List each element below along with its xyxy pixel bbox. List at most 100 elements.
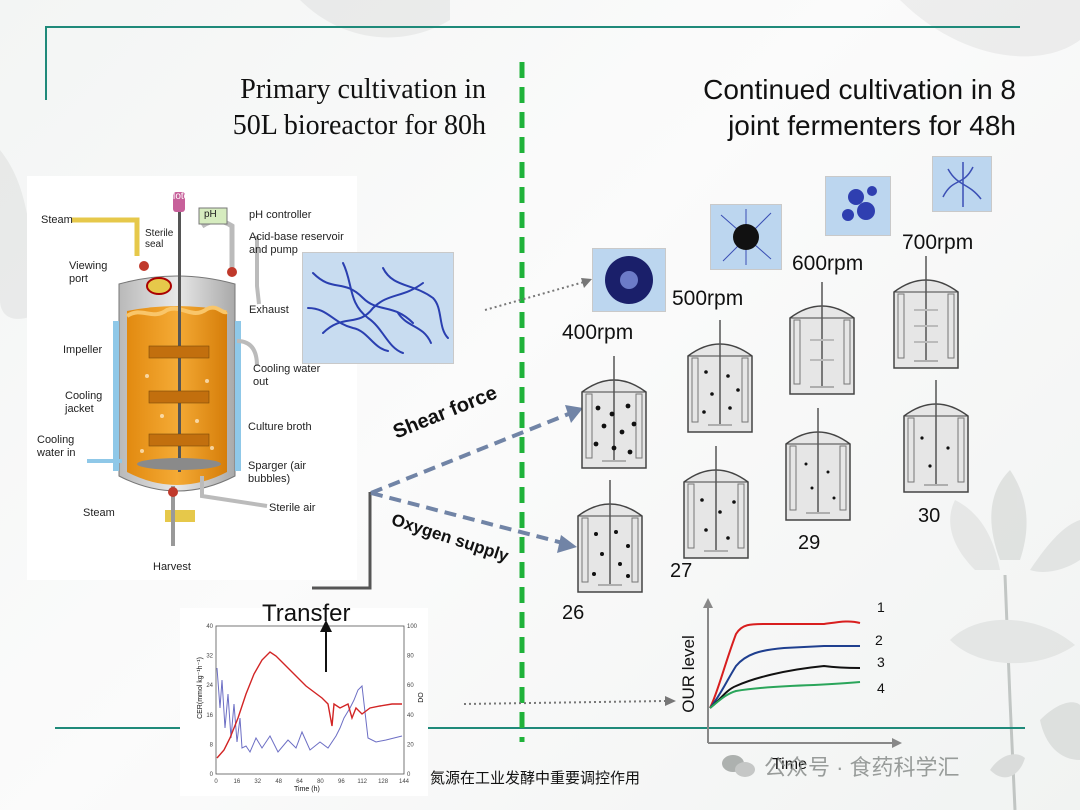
bottom-border-line [55, 727, 1025, 729]
top-border-line [45, 26, 1020, 28]
label-sterile-seal: Sterile seal [145, 228, 174, 250]
vessel-700-bottom [903, 379, 969, 493]
divider-dashed-line [519, 62, 525, 742]
watermark-text: 公众号 · 食药科学汇 [764, 755, 960, 780]
cer-y-tick: 32 [206, 654, 213, 660]
label-sparger: Sparger (air bubbles) [248, 460, 307, 485]
wechat-icon [722, 753, 756, 779]
pellet-image-700rpm [932, 156, 992, 212]
rpm-label-600: 600rpm [792, 252, 864, 275]
do-y-tick: 20 [407, 742, 414, 748]
right-title-line-1: Continued cultivation in 8 [703, 74, 1016, 105]
label-impeller: Impeller [63, 344, 103, 356]
label-steam-bottom: Steam [83, 507, 115, 519]
footer-caption: 氮源在工业发酵中重要调控作用 [430, 770, 641, 787]
dotted-arrow-our [463, 696, 676, 706]
shear-oxygen-arrows [370, 405, 583, 553]
our-line-label-2: 2 [875, 632, 883, 648]
fermenter-id-30: 30 [918, 505, 941, 527]
fermenter-id-29: 29 [798, 532, 821, 554]
cer-x-tick: 128 [378, 779, 389, 785]
label-harvest: Harvest [153, 561, 191, 573]
our-curve-3 [709, 664, 861, 709]
cer-x-tick: 48 [275, 779, 282, 785]
vessel-500-top [687, 319, 753, 433]
do-trace [216, 667, 403, 754]
do-y-tick: 40 [407, 713, 414, 719]
left-title: Primary cultivation in 50L bioreactor fo… [150, 72, 486, 144]
right-title-line-2: joint fermenters for 48h [728, 110, 1016, 141]
cer-ylabel: CER(mmol kg⁻¹h⁻¹) [197, 657, 204, 719]
do-y-tick: 80 [407, 654, 414, 660]
label-sterile-air: Sterile air [269, 502, 316, 514]
label-acid-base: Acid-base reservoir and pump [249, 231, 344, 256]
cer-y-tick: 8 [210, 742, 214, 748]
rpm-label-500: 500rpm [672, 287, 744, 310]
cer-xlabel: Time (h) [294, 786, 320, 793]
left-title-line-2: 50L bioreactor for 80h [232, 110, 486, 141]
dotted-arrow-micrograph [484, 278, 592, 311]
label-exhaust: Exhaust [249, 304, 289, 316]
our-line-label-1: 1 [877, 599, 885, 615]
cer-x-tick: 32 [254, 779, 261, 785]
label-ph-controller: pH controller [249, 209, 312, 221]
left-title-line-1: Primary cultivation in [240, 74, 486, 105]
fermenter-array [577, 255, 969, 593]
right-title: Continued cultivation in 8 joint ferment… [640, 72, 1016, 144]
vessel-400-bottom [577, 479, 643, 593]
vessel-700-top [893, 255, 959, 369]
label-cooling-water-in: Cooling water in [37, 434, 76, 459]
vessel-600-bottom [785, 407, 851, 521]
rpm-label-400: 400rpm [562, 321, 634, 344]
cer-y-tick: 40 [206, 624, 213, 630]
label-viewing-port: Viewing port [69, 260, 108, 285]
our-xlabel: Time [772, 756, 807, 773]
motor-block [173, 192, 185, 212]
cer-x-tick: 144 [399, 779, 410, 785]
do-y-tick: 100 [407, 624, 418, 630]
pellet-image-400rpm [592, 248, 666, 312]
pellet-image-600rpm [825, 176, 891, 236]
label-cooling-jacket: Cooling jacket [65, 390, 103, 415]
our-ylabel: OUR level [679, 635, 698, 713]
cer-x-tick: 0 [214, 779, 218, 785]
our-curve-4 [709, 681, 861, 709]
our-line-label-3: 3 [877, 654, 885, 670]
vessel-500-bottom [683, 445, 749, 559]
vessel-400-top [581, 355, 647, 469]
label-steam-top: Steam [41, 214, 73, 226]
label-motor: Motor [167, 191, 193, 202]
rpm-label-700: 700rpm [902, 231, 974, 254]
bioreactor-diagram: Motor pH pH controller Steam Sterile sea… [27, 176, 357, 580]
cer-x-tick: 80 [317, 779, 324, 785]
cer-y-tick: 24 [206, 683, 213, 689]
our-chart: OUR level Time 1 2 3 4 [674, 596, 904, 773]
cer-y-tick: 16 [206, 713, 213, 719]
our-line-label-4: 4 [877, 680, 885, 696]
vessel-600-top [789, 281, 855, 395]
do-y-tick: 0 [407, 772, 411, 778]
label-cooling-water-out: Cooling water out [253, 363, 321, 388]
cer-trace [216, 651, 402, 759]
transfer-connector [312, 492, 372, 590]
watermark: 公众号 · 食药科学汇 [722, 752, 960, 780]
cer-x-tick: 96 [338, 779, 345, 785]
pellet-image-500rpm [710, 204, 782, 270]
cer-x-tick: 64 [296, 779, 303, 785]
transfer-label: Transfer [262, 600, 351, 627]
our-curve-1 [709, 620, 861, 709]
mycelium-strands [307, 262, 449, 354]
left-border-line [45, 26, 47, 100]
label-culture-broth: Culture broth [248, 421, 312, 433]
our-curve-2 [709, 645, 860, 709]
label-ph: pH [204, 209, 217, 220]
transfer-arrow [320, 620, 332, 672]
our-chart-plot [703, 598, 902, 748]
cer-y-tick: 0 [210, 772, 214, 778]
bioreactor-drawing [72, 192, 268, 546]
cer-right-ylabel: DO [417, 692, 425, 703]
